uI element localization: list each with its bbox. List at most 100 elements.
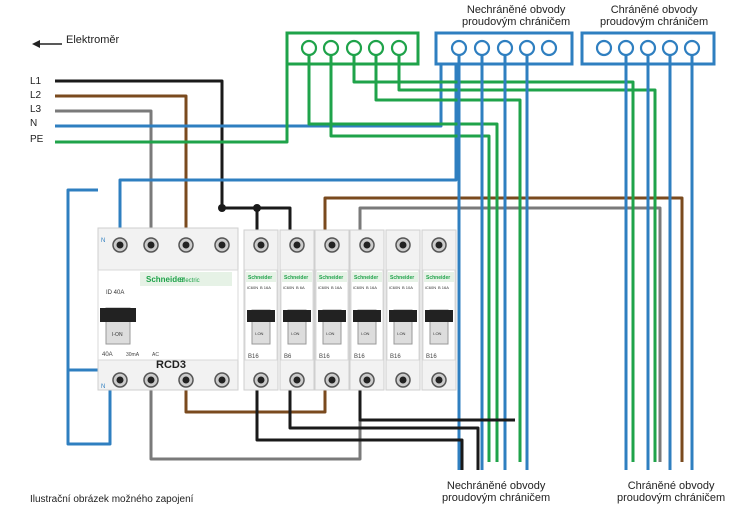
- breaker-brand-bar-4: [388, 272, 418, 282]
- pe-terminal-2: [345, 39, 363, 57]
- wire-l1: [55, 79, 224, 208]
- wire-n-in: [55, 64, 443, 128]
- n-terminal-protected-0: [595, 39, 613, 57]
- rcd-top-screw-0: [116, 241, 124, 249]
- pe-terminal-3: [367, 39, 385, 57]
- phase-label-pe: PE: [30, 134, 44, 145]
- rcd-top-screw-1: [147, 241, 155, 249]
- n-terminal-protected-1: [617, 39, 635, 57]
- breaker-brand-bar-0: [246, 272, 276, 282]
- breaker-rating-0: B 16A: [260, 285, 271, 290]
- wire-l2: [55, 94, 188, 245]
- breaker-1: [279, 229, 315, 391]
- breaker-brand-3: Schneider: [354, 275, 378, 281]
- breaker-rating-2: B 16A: [331, 285, 342, 290]
- wire-out-2: [288, 380, 480, 470]
- wire-pe-3: [352, 55, 635, 462]
- rcd-type: AC: [152, 352, 159, 358]
- wire-pe-1: [307, 55, 499, 462]
- meter-label: Elektroměr: [66, 34, 120, 46]
- meter-arrow-head: [32, 40, 40, 48]
- breaker-model-3: iC60N: [353, 285, 364, 290]
- breaker-top-screw-1: [293, 241, 301, 249]
- caption: Ilustrační obrázek možného zapojení: [30, 494, 194, 505]
- rcd-lever: [100, 308, 136, 322]
- rcd-top-screw-3: [218, 241, 226, 249]
- n-terminal-unprotected-1: [473, 39, 491, 57]
- unprotected-label-bottom: Nechráněné obvody proudovým chráničem: [442, 480, 551, 504]
- protected-label-bottom: Chráněné obvody proudovým chráničem: [617, 480, 726, 504]
- wire-n-rcd-in: [118, 64, 458, 245]
- breaker-bottom-screw-0: [257, 376, 265, 384]
- breaker-rating-3: B 16A: [366, 285, 377, 290]
- breaker-top-screw-2: [328, 241, 336, 249]
- n-terminal-unprotected-4: [540, 39, 558, 57]
- rcd-bottom-screw-1: [147, 376, 155, 384]
- rcd-brand: Schneider: [146, 275, 185, 284]
- protected-label-top: Chráněné obvody proudovým chráničem: [600, 4, 709, 28]
- pe-terminal-1: [322, 39, 340, 57]
- breaker-lever-text-0: I-ON: [255, 331, 264, 336]
- rcd-n-top: N: [101, 238, 105, 244]
- wire-pe-in: [55, 55, 289, 144]
- breaker-code-4: B16: [390, 354, 401, 360]
- rcd-brand-bar: [140, 272, 232, 286]
- breaker-brand-0: Schneider: [248, 275, 272, 281]
- breaker-5: [421, 229, 457, 391]
- phase-label-l2: L2: [30, 90, 42, 101]
- rcd-bottom-screw-3: [218, 376, 226, 384]
- breaker-model-0: iC60N: [247, 285, 258, 290]
- breaker-lever-text-5: I-ON: [433, 331, 442, 336]
- breaker-bottom-screw-5: [435, 376, 443, 384]
- breaker-brand-5: Schneider: [426, 275, 450, 281]
- breaker-lever-0: [247, 310, 275, 322]
- breaker-bottom-screw-1: [293, 376, 301, 384]
- rcd-lever-text: I-ON: [112, 332, 123, 338]
- rcd-rating: 40A: [102, 352, 113, 358]
- rcd-bottom-screw-2: [182, 376, 190, 384]
- breaker-bottom-screw-4: [399, 376, 407, 384]
- breaker-brand-bar-3: [352, 272, 382, 282]
- breaker-lever-2: [318, 310, 346, 322]
- breaker-brand-bar-2: [317, 272, 347, 282]
- unprotected-label-top: Nechráněné obvody proudovým chráničem: [462, 4, 571, 28]
- n-terminal-unprotected-0: [450, 39, 468, 57]
- breaker-0: [243, 229, 279, 391]
- rcd-top-screw-2: [182, 241, 190, 249]
- breaker-code-0: B16: [248, 354, 259, 360]
- breaker-model-2: iC60N: [318, 285, 329, 290]
- rcd-subbrand: Electric: [180, 278, 200, 284]
- breaker-brand-bar-5: [424, 272, 454, 282]
- rcd-module: [97, 227, 239, 391]
- n-terminal-protected-3: [661, 39, 679, 57]
- phase-label-l1: L1: [30, 76, 42, 87]
- breaker-3: [349, 229, 385, 391]
- breaker-lever-1: [283, 310, 311, 322]
- wire-n-rcd-loop: [66, 188, 110, 372]
- junction-l1-a: [218, 204, 226, 212]
- pe-terminal-0: [300, 39, 318, 57]
- breaker-rating-4: B 10A: [402, 285, 413, 290]
- rcd-n-bottom: N: [101, 384, 105, 390]
- breaker-top-screw-0: [257, 241, 265, 249]
- breaker-code-1: B6: [284, 354, 292, 360]
- breaker-top-screw-3: [363, 241, 371, 249]
- breaker-lever-5: [425, 310, 453, 322]
- n-terminal-unprotected-3: [518, 39, 536, 57]
- breaker-rating-1: B 6A: [296, 285, 305, 290]
- breaker-lever-text-3: I-ON: [361, 331, 370, 336]
- breaker-bottom-screw-2: [328, 376, 336, 384]
- breaker-lever-text-4: I-ON: [397, 331, 406, 336]
- rcd-label: RCD3: [156, 359, 186, 371]
- n-terminal-unprotected-2: [496, 39, 514, 57]
- breaker-brand-2: Schneider: [319, 275, 343, 281]
- breaker-model-4: iC60N: [389, 285, 400, 290]
- rcd-bottom-screw-0: [116, 376, 124, 384]
- breaker-code-2: B16: [319, 354, 330, 360]
- breaker-brand-1: Schneider: [284, 275, 308, 281]
- wire-l3: [55, 109, 153, 245]
- phase-label-n: N: [30, 118, 38, 129]
- rcd-model: ID 40A: [106, 290, 124, 296]
- breaker-4: [385, 229, 421, 391]
